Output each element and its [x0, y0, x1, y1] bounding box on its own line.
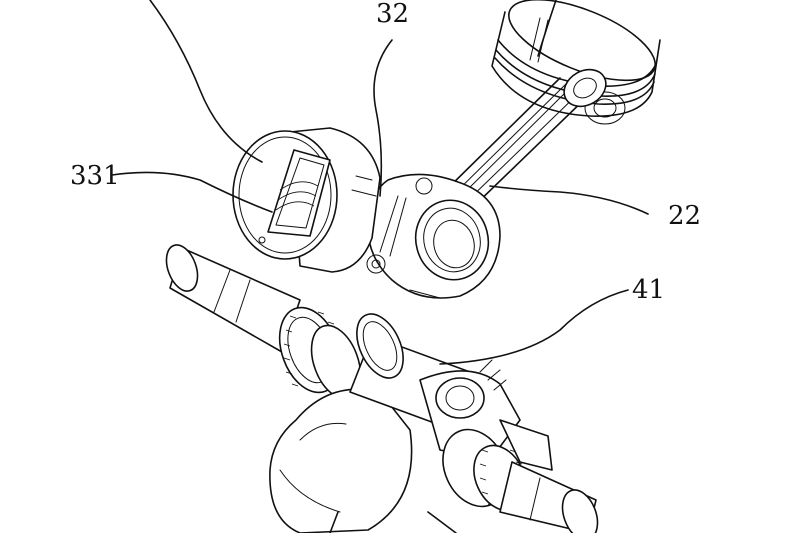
leader-32 [373, 39, 393, 197]
left-gear [278, 306, 362, 400]
connecting-rod [366, 68, 607, 299]
label-41: 41 [632, 275, 665, 305]
leader-bottom-mid [427, 511, 457, 533]
eccentric-sleeve [232, 127, 381, 273]
leader-top-left [149, 0, 263, 163]
label-331: 331 [70, 161, 120, 191]
leader-22 [489, 185, 649, 215]
leader-top-right [537, 0, 557, 57]
piston [491, 0, 661, 125]
crankshaft [165, 244, 599, 533]
leader-bottom-left [329, 511, 339, 533]
leader-331 [111, 171, 273, 213]
label-32: 32 [376, 0, 409, 29]
leader-41 [439, 289, 629, 365]
label-22: 22 [668, 201, 701, 231]
leader-lines [111, 0, 649, 533]
